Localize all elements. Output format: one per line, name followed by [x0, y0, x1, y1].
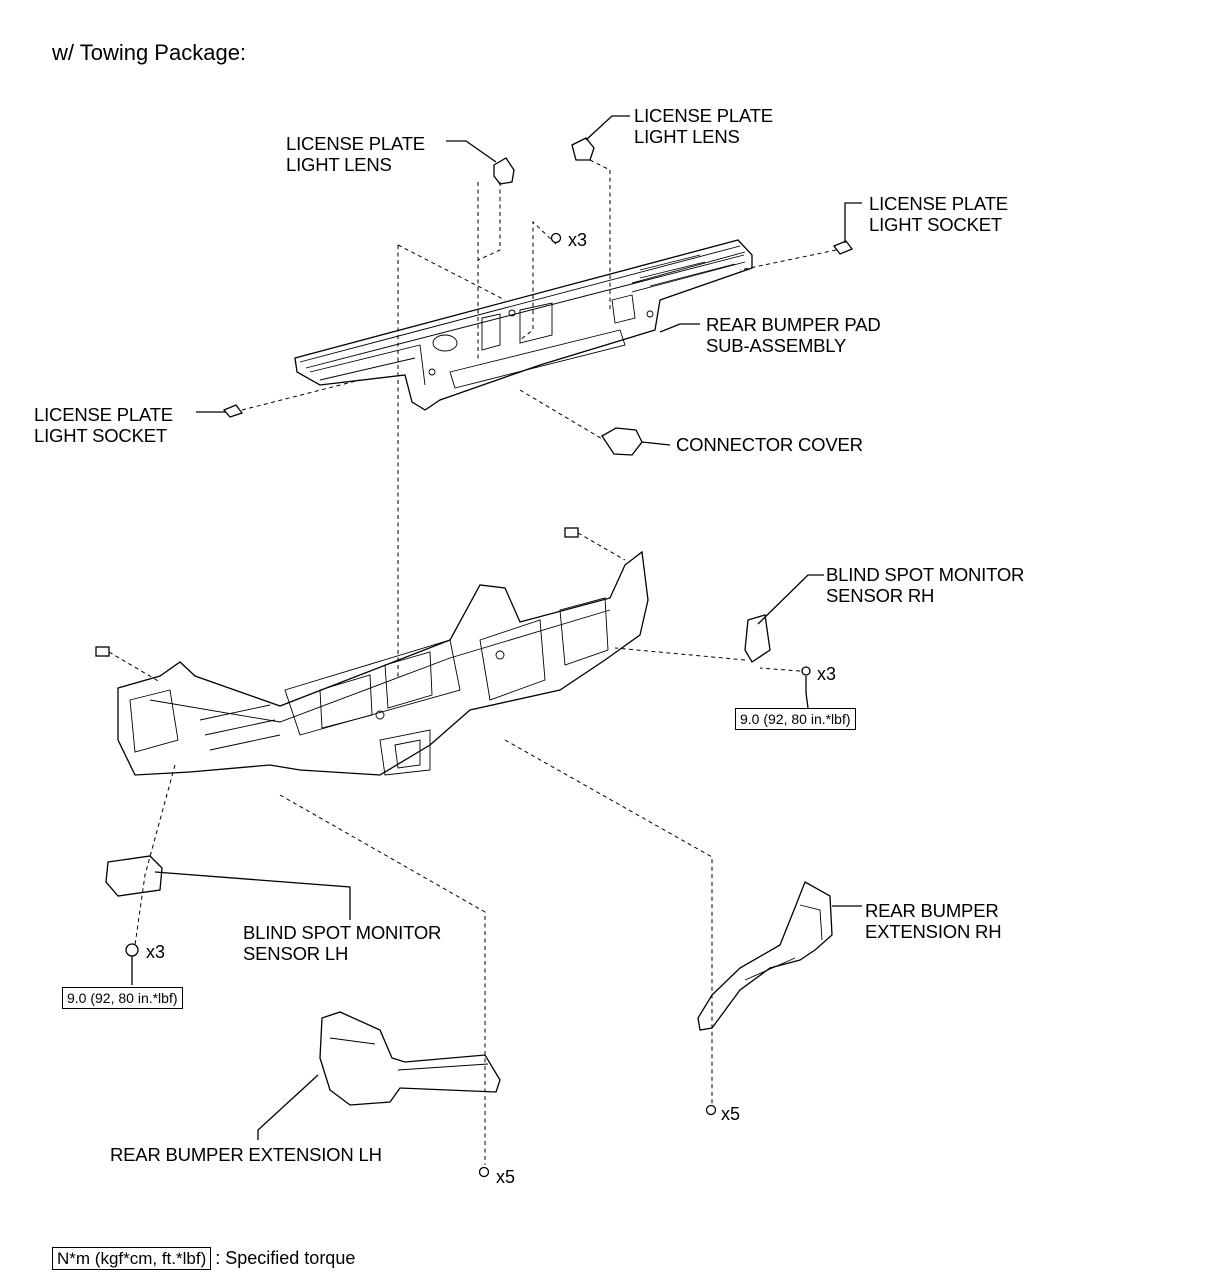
bsm-lh-nut-drawing	[125, 943, 139, 957]
socket-left-drawing	[222, 404, 244, 418]
qty-pad-screws: x3	[568, 230, 588, 250]
rear-bumper-pad-drawing	[294, 239, 753, 411]
assembly-lines	[108, 159, 837, 1165]
lens-right-drawing	[571, 137, 595, 161]
ext-lh-drawing	[319, 1011, 501, 1106]
label-rear-bumper-pad: REAR BUMPER PAD SUB-ASSEMBLY	[706, 314, 881, 356]
ext-rh-bolt-drawing	[705, 1104, 717, 1116]
label-connector-cover: CONNECTOR COVER	[676, 434, 863, 455]
bsm-rh-drawing	[744, 614, 771, 663]
torque-legend: N*m (kgf*cm, ft.*lbf): Specified torque	[52, 1247, 356, 1270]
socket-right-drawing	[832, 240, 854, 255]
torque-box-bsm-rh: 9.0 (92, 80 in.*lbf)	[735, 708, 856, 730]
qty-ext-lh-bolts: x5	[496, 1167, 516, 1187]
lens-left-drawing	[493, 157, 515, 185]
leader-lines	[131, 115, 862, 1140]
label-socket-left: LICENSE PLATE LIGHT SOCKET	[34, 404, 173, 446]
legend-torque-symbol: N*m (kgf*cm, ft.*lbf)	[52, 1247, 212, 1270]
clip-right-drawing	[564, 527, 579, 538]
label-bsm-rh: BLIND SPOT MONITOR SENSOR RH	[826, 564, 1025, 606]
bsm-lh-drawing	[105, 855, 163, 897]
label-bsm-lh: BLIND SPOT MONITOR SENSOR LH	[243, 922, 442, 964]
qty-ext-rh-bolts: x5	[721, 1104, 741, 1124]
qty-bsm-lh-nuts: x3	[146, 942, 166, 962]
label-socket-right: LICENSE PLATE LIGHT SOCKET	[869, 193, 1008, 235]
torque-box-bsm-lh: 9.0 (92, 80 in.*lbf)	[62, 987, 183, 1009]
pad-screw-drawing	[550, 232, 562, 244]
label-ext-lh: REAR BUMPER EXTENSION LH	[110, 1144, 382, 1165]
page-title: w/ Towing Package:	[52, 40, 247, 65]
qty-bsm-rh-nuts: x3	[817, 664, 837, 684]
label-lens-left: LICENSE PLATE LIGHT LENS	[286, 133, 425, 175]
clip-left-drawing	[95, 646, 110, 657]
ext-rh-drawing	[697, 881, 833, 1031]
bumper-reinforcement-drawing	[117, 550, 649, 776]
bsm-rh-nut-drawing	[801, 666, 811, 676]
legend-torque-text: : Specified torque	[215, 1248, 356, 1268]
label-ext-rh: REAR BUMPER EXTENSION RH	[865, 900, 1002, 942]
ext-lh-bolt-drawing	[478, 1166, 490, 1178]
label-lens-right: LICENSE PLATE LIGHT LENS	[634, 105, 773, 147]
connector-cover-drawing	[601, 427, 643, 456]
